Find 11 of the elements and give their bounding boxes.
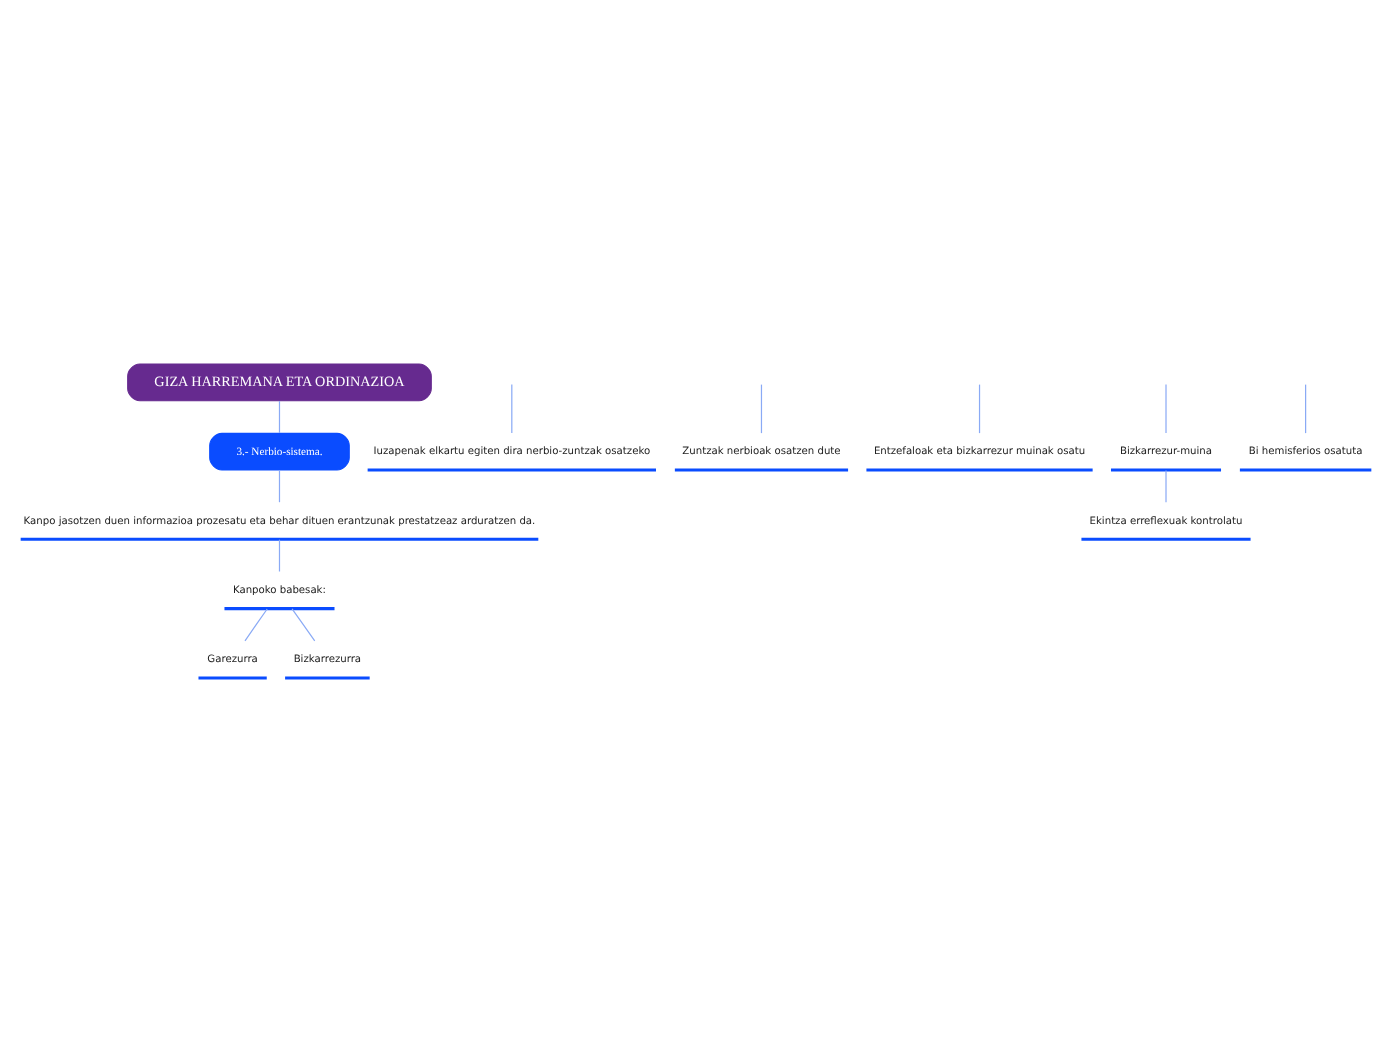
connector <box>278 538 281 572</box>
connector <box>244 607 268 641</box>
connector <box>1305 383 1307 433</box>
connector <box>278 468 281 502</box>
connector <box>1165 383 1167 433</box>
connector <box>1165 468 1167 502</box>
connector <box>291 607 316 641</box>
connector <box>278 399 281 433</box>
connector <box>760 383 763 433</box>
connector <box>978 383 981 433</box>
connector <box>511 383 513 433</box>
